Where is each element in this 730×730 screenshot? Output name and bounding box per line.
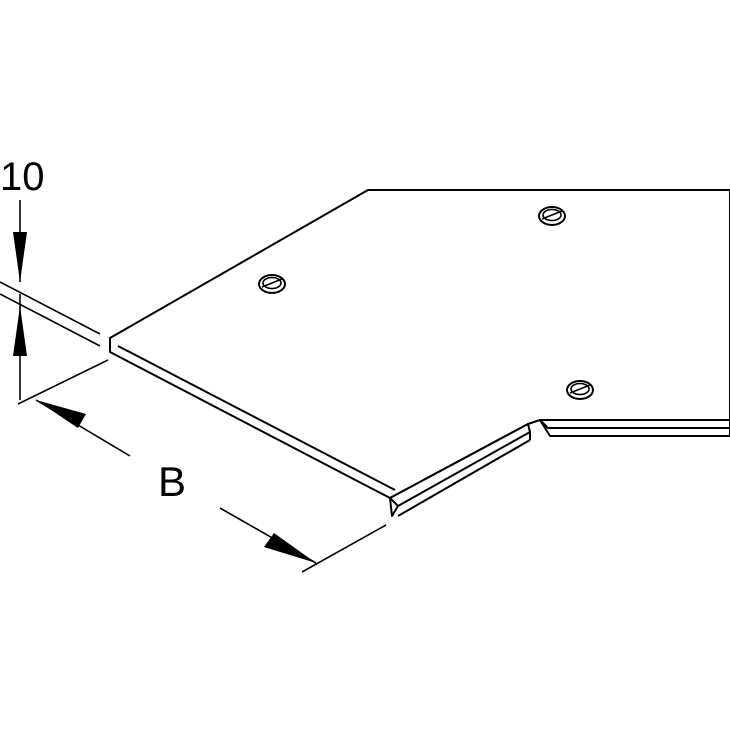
lower-flange-right-bottom — [539, 419, 730, 437]
arrow-left-icon — [36, 400, 86, 428]
width-label: B — [158, 458, 186, 505]
lower-flange-right — [539, 419, 730, 429]
screw-1 — [258, 274, 286, 294]
thickness-dimension: 10 — [0, 155, 101, 400]
extension-line-bottom — [0, 293, 101, 347]
arrow-up-icon — [13, 306, 27, 356]
extension-line-left — [17, 359, 109, 405]
lower-flange-left-end — [389, 497, 399, 517]
width-dimension: B — [17, 359, 387, 573]
plate-left-fold-inner — [117, 345, 396, 491]
extension-line-top — [0, 281, 101, 335]
screw-3 — [566, 380, 594, 400]
extension-line-right — [301, 524, 387, 573]
arrow-down-icon — [13, 232, 27, 282]
cover-plate — [109, 189, 730, 517]
thickness-label: 10 — [0, 155, 45, 199]
lower-flange-left-bottom — [397, 439, 531, 517]
screw-2 — [538, 206, 566, 226]
arrow-right-icon — [264, 533, 316, 563]
plate-top-surface — [109, 189, 730, 499]
